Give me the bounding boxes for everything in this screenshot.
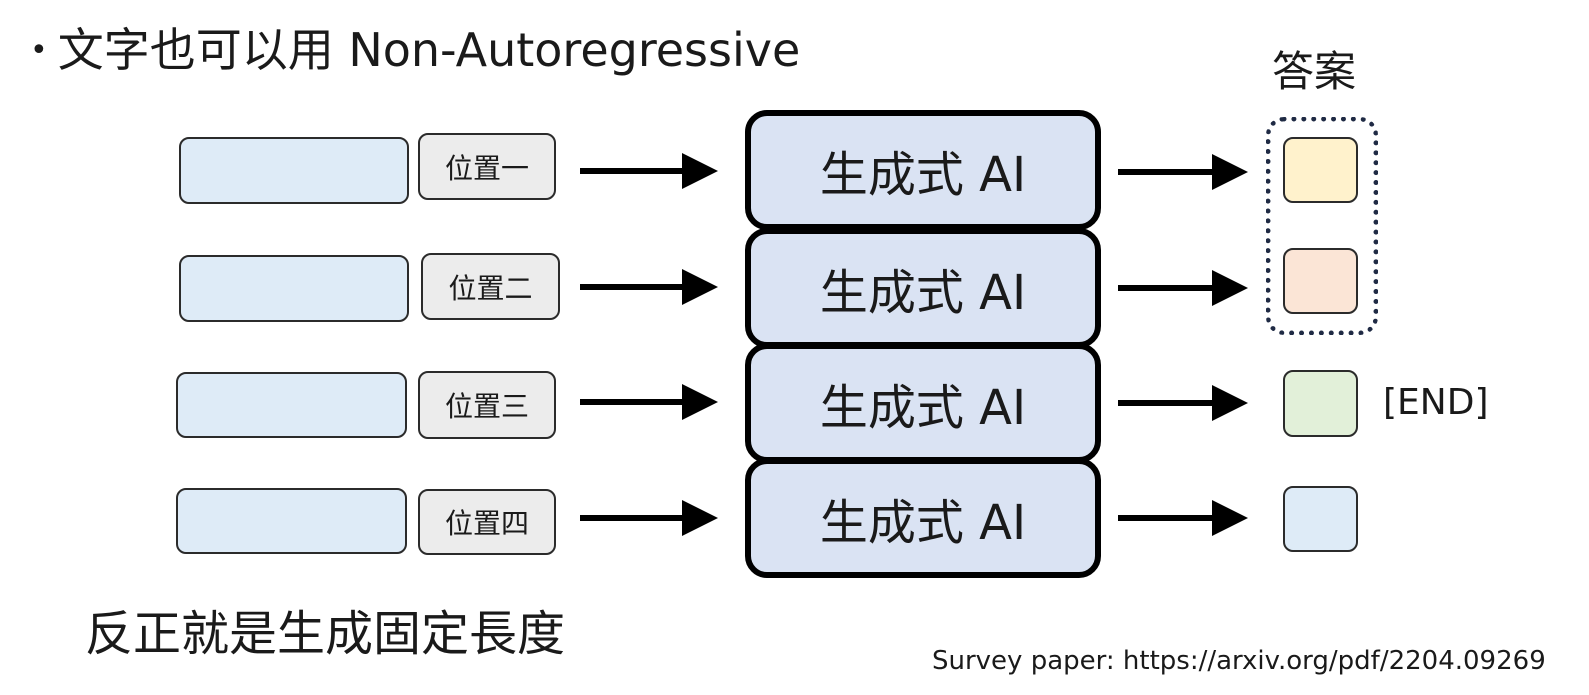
answer-label: 答案	[1272, 47, 1357, 96]
position-label-3: 位置三	[418, 371, 556, 439]
bullet-icon: •	[30, 33, 48, 68]
input-token-box-4	[176, 488, 407, 554]
input-token-box-3	[176, 372, 407, 438]
position-label-4: 位置四	[418, 489, 556, 555]
position-label-2: 位置二	[421, 253, 560, 320]
input-token-box-2	[179, 255, 409, 322]
output-token-box-3	[1283, 370, 1358, 437]
output-token-box-4	[1283, 486, 1358, 552]
slide-title-text: 文字也可以用 Non-Autoregressive	[57, 23, 801, 77]
input-token-box-1	[179, 137, 409, 204]
generative-ai-box-3: 生成式 AI	[745, 343, 1101, 463]
answer-group-outline	[1266, 117, 1378, 335]
generative-ai-box-4: 生成式 AI	[745, 458, 1101, 578]
slide-title: • 文字也可以用 Non-Autoregressive	[30, 22, 800, 79]
survey-paper-reference: Survey paper: https://arxiv.org/pdf/2204…	[932, 646, 1546, 676]
generative-ai-box-2: 生成式 AI	[745, 228, 1101, 348]
fixed-length-caption: 反正就是生成固定長度	[85, 606, 566, 662]
end-token-label: [END]	[1383, 382, 1489, 423]
output-token-box-2	[1283, 248, 1358, 314]
position-label-1: 位置一	[418, 133, 556, 200]
generative-ai-box-1: 生成式 AI	[745, 110, 1101, 230]
output-token-box-1	[1283, 137, 1358, 203]
